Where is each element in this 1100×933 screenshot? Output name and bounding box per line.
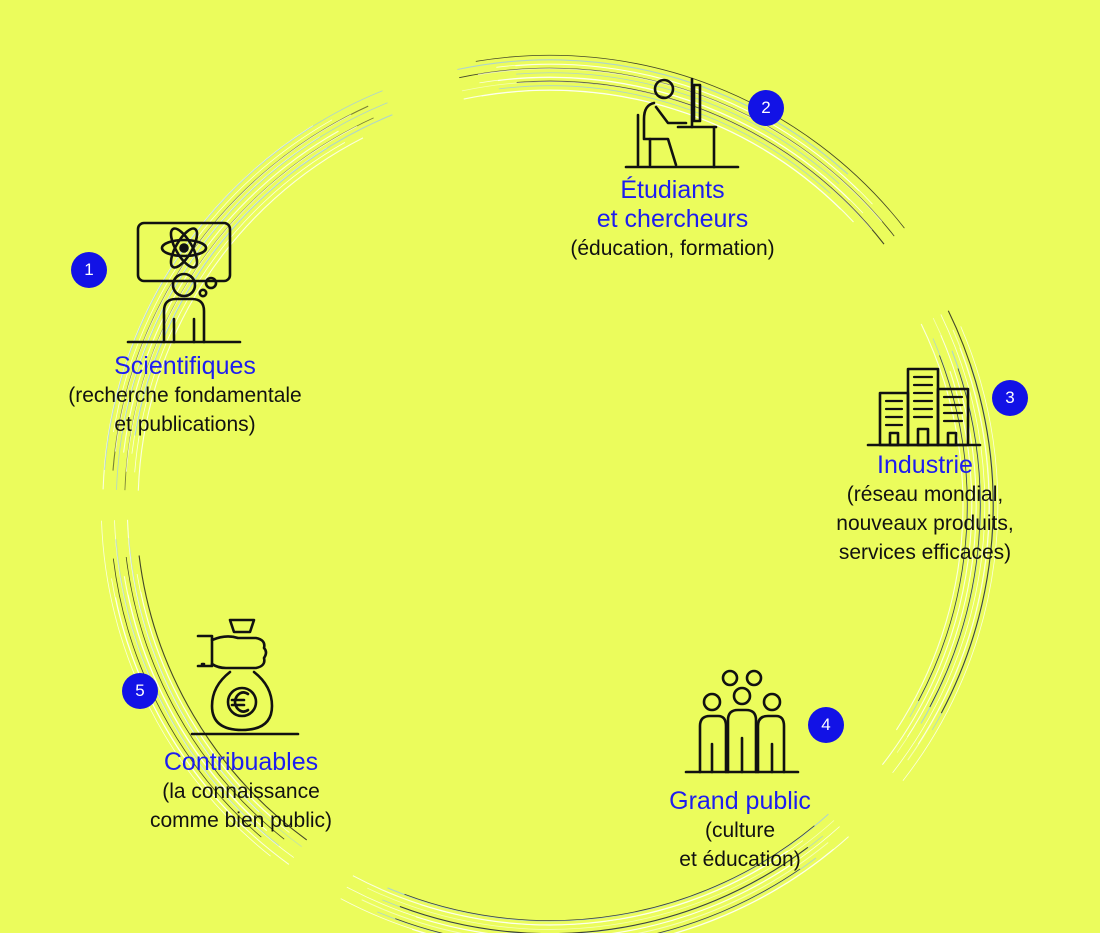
swirl-arc — [367, 820, 835, 930]
hand-money-bag-icon — [190, 614, 300, 738]
node-scientifiques: Scientifiques (recherche fondamentale et… — [30, 352, 340, 439]
node-desc-line: comme bien public) — [149, 809, 333, 832]
swirl-arc — [404, 825, 815, 922]
swirl-arc — [457, 59, 849, 175]
people-group-icon — [684, 668, 800, 776]
node-desc-line: (éducation, formation) — [570, 237, 775, 260]
swirl-arc — [895, 323, 964, 731]
step-badge-3: 3 — [992, 380, 1028, 416]
step-badge-1: 1 — [71, 252, 107, 288]
swirl-arc — [461, 81, 873, 231]
swirl-arc — [127, 594, 254, 819]
swirl-arc — [892, 314, 986, 773]
swirl-arc — [481, 90, 841, 210]
scientist-thinking-icon — [120, 215, 245, 345]
node-grand-public: Grand public (culture et éducation) — [620, 787, 860, 874]
student-at-computer-icon — [622, 75, 742, 171]
node-desc-line: (la connaissance — [162, 780, 320, 803]
node-title-line: et chercheurs — [596, 205, 749, 233]
node-desc-line: et éducation) — [679, 848, 801, 871]
swirl-arc — [125, 125, 358, 472]
node-title: Industrie — [877, 451, 973, 479]
swirl-arc — [340, 848, 834, 933]
swirl-arc — [352, 850, 789, 926]
swirl-arc — [112, 558, 262, 838]
node-desc-line: et publications) — [114, 413, 256, 436]
swirl-arc — [940, 310, 994, 714]
swirl-arc — [128, 538, 302, 848]
swirl-arc — [498, 85, 831, 194]
node-title: Grand public — [669, 787, 811, 815]
swirl-arc — [399, 846, 809, 933]
swirl-arc — [497, 76, 851, 201]
step-badge-5: 5 — [122, 673, 158, 709]
swirl-arc — [346, 826, 840, 933]
swirl-arc — [140, 591, 276, 821]
swirl-arc — [361, 842, 829, 933]
node-title-line: Étudiants — [620, 176, 725, 204]
node-title: Scientifiques — [114, 352, 256, 380]
swirl-arc — [475, 54, 905, 229]
swirl-arc — [929, 368, 981, 708]
buildings-icon — [866, 365, 984, 449]
node-desc-line: services efficaces) — [838, 541, 1012, 564]
node-desc-line: (recherche fondamentale — [68, 384, 302, 407]
swirl-arc — [114, 597, 290, 865]
swirl-arc — [918, 355, 968, 702]
swirl-arc — [101, 520, 271, 857]
node-desc-line: nouveaux produits, — [836, 512, 1014, 535]
swirl-arc — [134, 114, 393, 436]
node-etudiants: Étudiants et chercheurs (éducation, form… — [520, 176, 825, 263]
step-badge-4: 4 — [808, 707, 844, 743]
swirl-arc — [917, 347, 990, 745]
swirl-arc — [115, 539, 280, 847]
swirl-arc — [902, 326, 999, 781]
swirl-arc — [906, 334, 977, 738]
swirl-arc — [137, 137, 364, 491]
swirl-arc — [125, 556, 285, 840]
node-desc-line: (culture — [704, 819, 776, 842]
node-contribuables: Contribuables (la connaissance comme bie… — [106, 748, 376, 835]
swirl-arc — [516, 72, 840, 185]
step-badge-2: 2 — [748, 90, 784, 126]
swirl-arc — [395, 868, 801, 933]
swirl-arc — [881, 371, 973, 766]
node-title: Contribuables — [163, 748, 319, 776]
node-desc-line: (réseau mondial, — [846, 483, 1004, 506]
node-industrie: Industrie (réseau mondial, nouveaux prod… — [790, 451, 1060, 567]
swirl-arc — [138, 555, 308, 841]
